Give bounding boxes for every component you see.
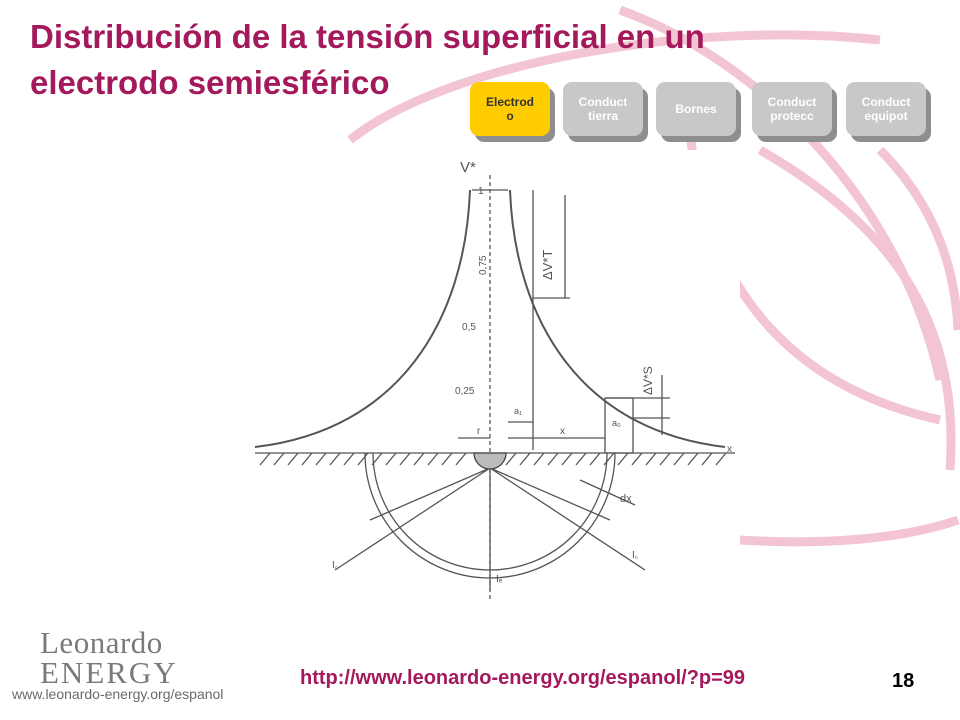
y-axis-label: V* — [460, 159, 476, 176]
x-axis-label: x — [727, 444, 732, 455]
x-dimension-label: x — [560, 426, 565, 437]
ground-hatching — [259, 452, 727, 466]
tab-conduct-tierra[interactable]: Conduct tierra — [563, 82, 643, 136]
tab-bornes[interactable]: Bornes — [656, 82, 736, 136]
delta-vt-label: ΔV*T — [540, 250, 555, 280]
dx-leader — [579, 479, 636, 506]
logo-line-2: ENERGY — [40, 655, 178, 690]
tab-conduct-protecc[interactable]: Conduct protecc — [752, 82, 832, 136]
tab-conduct-equipot[interactable]: Conduct equipot — [846, 82, 926, 136]
delta-vs-label: ΔV*S — [641, 366, 655, 395]
tick-label-05: 0,5 — [462, 322, 476, 333]
page-number: 18 — [892, 670, 915, 692]
tab-conduct-protecc-label: Conduct protecc — [767, 95, 817, 123]
current-label-right: I꜀ — [632, 550, 639, 561]
tab-electrodo[interactable]: Electrod o — [470, 82, 550, 136]
current-label-center: Iₑ — [496, 574, 503, 585]
dx-label: dx — [620, 493, 632, 505]
current-lines — [334, 467, 646, 590]
a1-label: a₁ — [514, 406, 522, 416]
page-url-link[interactable]: http://www.leonardo-energy.org/espanol/?… — [300, 667, 746, 689]
potential-curve-right — [509, 189, 726, 448]
tick-label-1: 1 — [478, 186, 484, 197]
tick-label-075: 0,75 — [478, 255, 489, 275]
potential-curve-left — [254, 189, 471, 448]
electrode-hemisphere — [473, 452, 507, 470]
electrode-potential-diagram: V* 1 0,75 0,5 0,25 ΔV*T ΔV*S r x a₁ a₀ x… — [240, 150, 740, 605]
nav-tabs: Electrod o Conduct tierra Bornes Conduct… — [0, 82, 960, 152]
current-label-left: I꜀ — [332, 560, 339, 571]
site-url[interactable]: www.leonardo-energy.org/espanol — [12, 686, 224, 702]
logo-line-1: Leonardo — [40, 625, 163, 660]
tab-electrodo-label: Electrod o — [485, 95, 534, 123]
slide-title: Distribución de la tensión superficial e… — [30, 18, 705, 101]
radius-label: r — [477, 426, 481, 437]
tab-conduct-tierra-label: Conduct tierra — [578, 95, 628, 123]
a2-label: a₀ — [612, 418, 621, 428]
tab-bornes-label: Bornes — [675, 102, 717, 116]
tab-conduct-equipot-label: Conduct equipot — [861, 95, 911, 123]
tick-label-025: 0,25 — [455, 386, 475, 397]
leonardo-energy-logo: Leonardo ENERGY — [40, 625, 178, 690]
